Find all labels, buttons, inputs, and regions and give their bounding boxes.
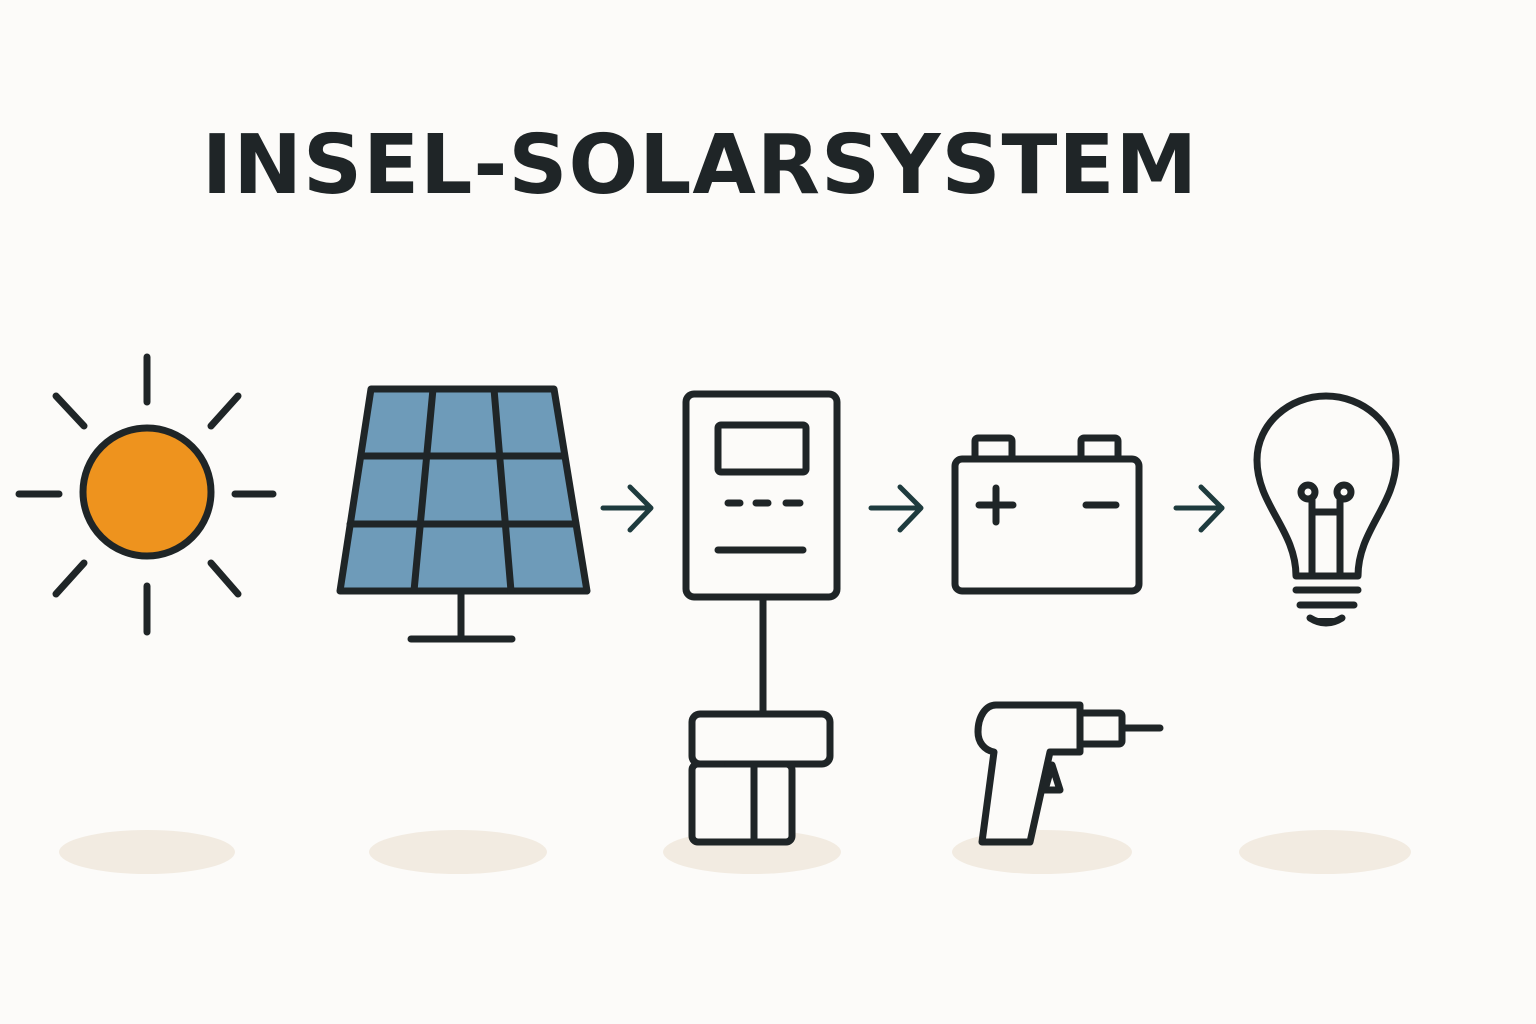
- drill-icon: [974, 701, 1164, 846]
- solar-panel-icon: [336, 385, 591, 643]
- shadow-sun: [59, 830, 235, 874]
- inverter-icon: [688, 710, 834, 846]
- shadow-panel: [369, 830, 547, 874]
- page-title: INSEL-SOLARSYSTEM: [201, 118, 1199, 213]
- sun-icon: [15, 353, 277, 636]
- arrow-panel-to-controller: [600, 484, 654, 533]
- light-bulb-icon: [1253, 392, 1400, 627]
- shadow-bulb: [1239, 830, 1411, 874]
- arrow-battery-to-bulb: [1173, 484, 1225, 533]
- battery-icon: [951, 434, 1143, 595]
- flow-arrows: [600, 484, 1225, 533]
- arrow-controller-to-battery: [868, 484, 924, 533]
- charge-controller-icon: [682, 390, 841, 717]
- shadow-drill: [952, 830, 1132, 874]
